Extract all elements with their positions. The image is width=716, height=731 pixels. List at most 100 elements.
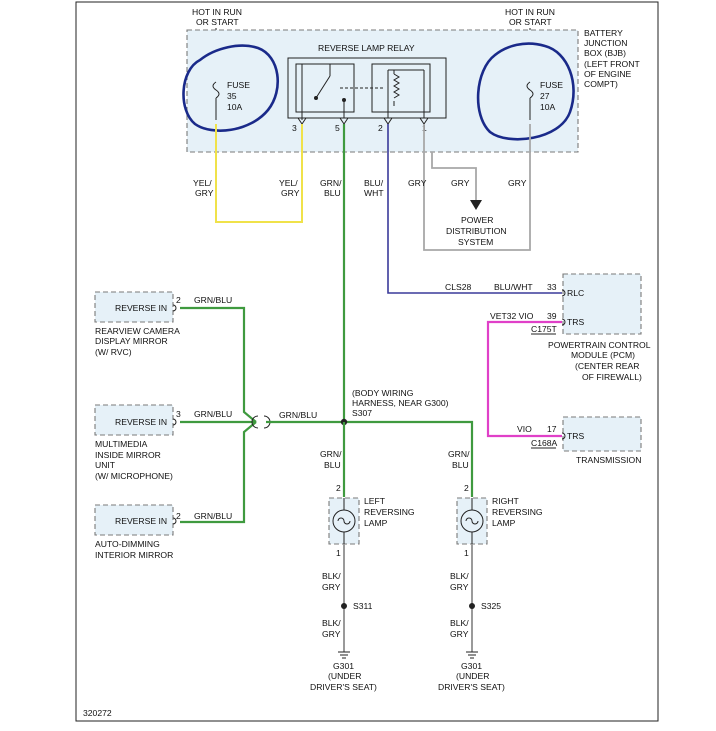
pcm-module bbox=[562, 273, 642, 335]
svg-text:LAMP: LAMP bbox=[364, 518, 388, 528]
svg-text:MULTIMEDIA: MULTIMEDIA bbox=[95, 439, 148, 449]
pcm-pin-33: 33 bbox=[547, 282, 557, 292]
mirror-2-label: MULTIMEDIA INSIDE MIRROR UNIT (W/ MICROP… bbox=[95, 439, 173, 481]
right-lamp-wire-out1-a: BLK/ bbox=[450, 571, 469, 581]
wire-grn-blu-mirror-3 bbox=[180, 421, 257, 524]
wire-blu-wht-label-a: BLU/ bbox=[364, 178, 384, 188]
svg-text:G301: G301 bbox=[461, 661, 482, 671]
pcm-pin-rlc: RLC bbox=[567, 288, 584, 298]
svg-text:(W/ MICROPHONE): (W/ MICROPHONE) bbox=[95, 471, 173, 481]
relay-switch-contact bbox=[301, 64, 346, 120]
svg-text:S307: S307 bbox=[352, 408, 372, 418]
transmission-label: TRANSMISSION bbox=[576, 455, 641, 465]
wire-gry-branch bbox=[431, 152, 477, 202]
left-lamp-splice: S311 bbox=[353, 601, 373, 611]
svg-text:REVERSING: REVERSING bbox=[364, 507, 415, 517]
wire-grn-blu-mirror-1 bbox=[180, 306, 257, 423]
auto-dimming-mirror bbox=[94, 504, 174, 536]
relay-pin-5: 5 bbox=[335, 123, 340, 133]
mirror-3-pin-marker bbox=[172, 517, 177, 525]
splice-s307-label: (BODY WIRING HARNESS, NEAR G300) S307 bbox=[352, 388, 449, 418]
left-ground-label: G301 (UNDER DRIVER'S SEAT) bbox=[310, 661, 377, 692]
left-lamp-label: LEFT REVERSING LAMP bbox=[364, 496, 415, 528]
splice-s311 bbox=[341, 603, 347, 609]
relay-coil bbox=[387, 69, 425, 118]
transmission-pin-marker bbox=[561, 432, 566, 440]
mirror-1-wire: GRN/BLU bbox=[194, 295, 232, 305]
multimedia-mirror bbox=[94, 404, 174, 436]
transmission-wire-vio: VIO bbox=[517, 424, 532, 434]
hot-label-right-1: HOT IN RUN bbox=[505, 7, 555, 17]
left-lamp-wire-in-a: GRN/ bbox=[320, 449, 342, 459]
hand-drawn-circle-right bbox=[476, 42, 575, 141]
svg-text:(UNDER: (UNDER bbox=[456, 671, 489, 681]
svg-text:DISPLAY MIRROR: DISPLAY MIRROR bbox=[95, 336, 168, 346]
arrow-power-distribution bbox=[470, 200, 482, 210]
svg-text:INSIDE MIRROR: INSIDE MIRROR bbox=[95, 450, 161, 460]
right-lamp-wire-out1-b: GRY bbox=[450, 582, 469, 592]
relay-pin-3: 3 bbox=[292, 123, 297, 133]
mirror-2-pin-label: REVERSE IN bbox=[115, 417, 167, 427]
mirror-3-pin: 2 bbox=[176, 511, 181, 521]
fuse-35-label: FUSE bbox=[227, 80, 250, 90]
splice-s325 bbox=[469, 603, 475, 609]
wire-grn-blu-to-splice bbox=[266, 420, 474, 497]
diagram-id: 320272 bbox=[83, 708, 112, 718]
wire-gry-label-1: GRY bbox=[408, 178, 427, 188]
svg-text:DRIVER'S SEAT): DRIVER'S SEAT) bbox=[438, 682, 505, 692]
left-lamp-wire-out1-a: BLK/ bbox=[322, 571, 341, 581]
wire-grn-blu-main-label-b: BLU bbox=[324, 188, 341, 198]
left-lamp-wire-out2-a: BLK/ bbox=[322, 618, 341, 628]
svg-text:(W/ RVC): (W/ RVC) bbox=[95, 347, 132, 357]
reverse-lamp-relay bbox=[287, 57, 447, 119]
mirror-2-pin-marker bbox=[172, 418, 177, 426]
pcm-wire-blu-wht: BLU/WHT bbox=[494, 282, 533, 292]
left-lamp-wire-in-b: BLU bbox=[324, 460, 341, 470]
transmission-connector: C168A bbox=[531, 438, 558, 448]
hot-label-left-1: HOT IN RUN bbox=[192, 7, 242, 17]
mirror-2-pin: 3 bbox=[176, 409, 181, 419]
transmission-pin-17: 17 bbox=[547, 424, 557, 434]
svg-text:(BODY WIRING: (BODY WIRING bbox=[352, 388, 414, 398]
left-lamp-wire-out2-b: GRY bbox=[322, 629, 341, 639]
left-lamp-bulb-icon bbox=[332, 498, 356, 544]
wire-gry-label-3: GRY bbox=[508, 178, 527, 188]
bjb-label: BATTERY JUNCTION BOX (BJB) (LEFT FRONT O… bbox=[584, 28, 640, 89]
mirror-3-pin-label: REVERSE IN bbox=[115, 516, 167, 526]
svg-text:UNIT: UNIT bbox=[95, 460, 116, 470]
right-lamp-wire-in-a: GRN/ bbox=[448, 449, 470, 459]
power-dist-label-1: POWER bbox=[461, 215, 493, 225]
wire-vio bbox=[486, 320, 562, 438]
right-lamp-pin-in: 2 bbox=[464, 483, 469, 493]
right-lamp-bulb-icon bbox=[460, 498, 484, 544]
transmission-pin-trs: TRS bbox=[567, 431, 584, 441]
svg-text:HARNESS, NEAR G300): HARNESS, NEAR G300) bbox=[352, 398, 449, 408]
left-lamp-pin-out: 1 bbox=[336, 548, 341, 558]
svg-text:(LEFT FRONT: (LEFT FRONT bbox=[584, 59, 640, 69]
mirror-1-pin-label: REVERSE IN bbox=[115, 303, 167, 313]
left-lamp-pin-in: 2 bbox=[336, 483, 341, 493]
right-lamp-wire-out2-b: GRY bbox=[450, 629, 469, 639]
hot-label-right-2: OR START bbox=[509, 17, 552, 27]
transmission-module bbox=[562, 416, 642, 452]
mirror-3-label: AUTO-DIMMING INTERIOR MIRROR bbox=[95, 539, 173, 560]
svg-text:REARVIEW CAMERA: REARVIEW CAMERA bbox=[95, 326, 180, 336]
wire-yel-gry-label-1b: GRY bbox=[195, 188, 214, 198]
power-dist-label-2: DISTRIBUTION bbox=[446, 226, 507, 236]
fuse-27-number: 27 bbox=[540, 91, 550, 101]
wire-yel-gry bbox=[215, 124, 303, 223]
svg-text:JUNCTION: JUNCTION bbox=[584, 38, 627, 48]
svg-text:BOX (BJB): BOX (BJB) bbox=[584, 48, 626, 58]
right-ground-label: G301 (UNDER DRIVER'S SEAT) bbox=[438, 661, 505, 692]
right-lamp-splice: S325 bbox=[481, 601, 501, 611]
svg-text:POWERTRAIN CONTROL: POWERTRAIN CONTROL bbox=[548, 340, 651, 350]
pcm-label: POWERTRAIN CONTROL MODULE (PCM) (CENTER … bbox=[548, 340, 651, 382]
svg-text:LAMP: LAMP bbox=[492, 518, 516, 528]
splice-wire-label: GRN/BLU bbox=[279, 410, 317, 420]
pcm-pin-39: 39 bbox=[547, 311, 557, 321]
pcm-circuit-vet32: VET32 VIO bbox=[490, 311, 534, 321]
svg-text:AUTO-DIMMING: AUTO-DIMMING bbox=[95, 539, 160, 549]
wire-yel-gry-label-2b: GRY bbox=[281, 188, 300, 198]
right-lamp-wire-out2-a: BLK/ bbox=[450, 618, 469, 628]
